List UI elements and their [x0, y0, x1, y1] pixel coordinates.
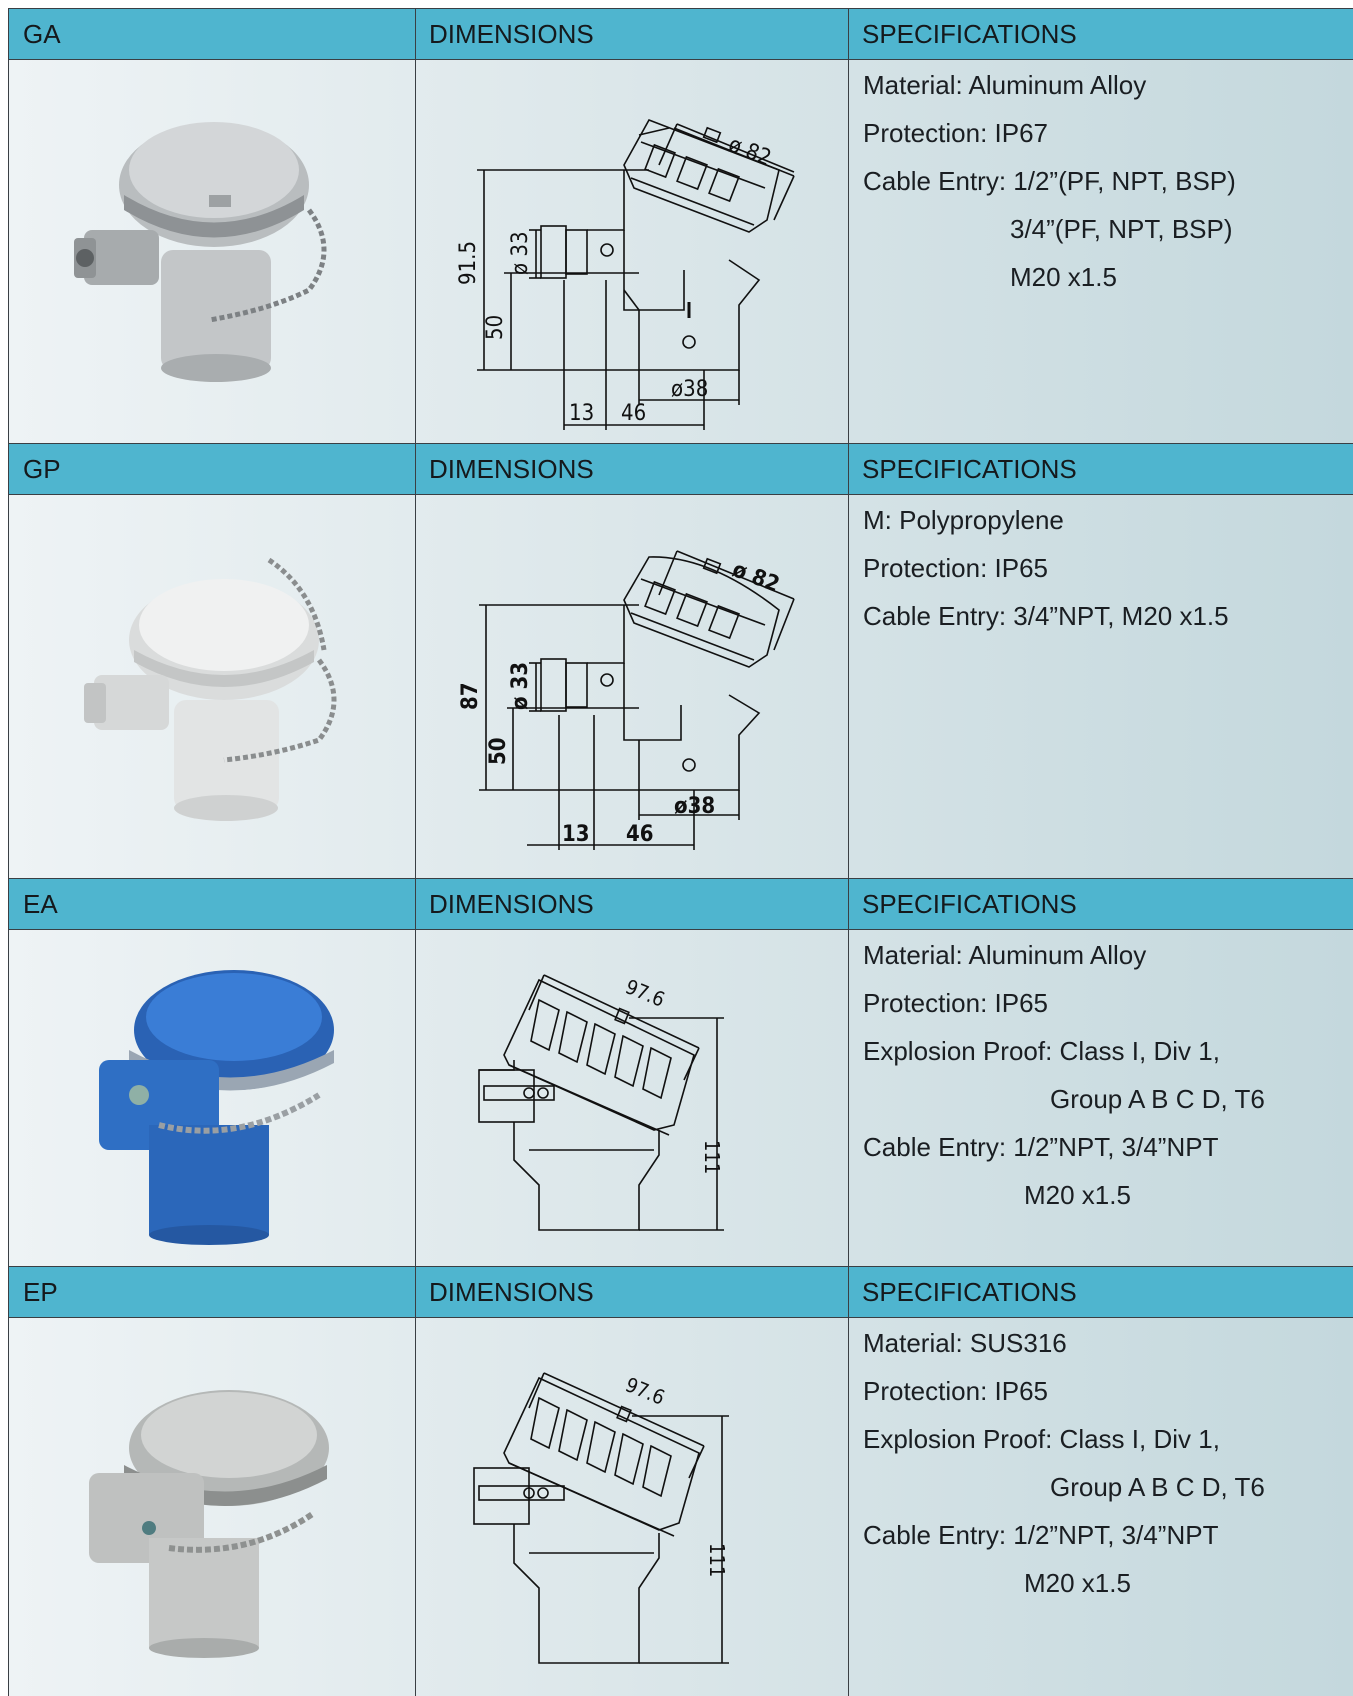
- section-header: EA DIMENSIONS SPECIFICATIONS: [9, 879, 1353, 930]
- spec-material: M: Polypropylene: [863, 505, 1064, 535]
- spec-cable-entry-cont: 3/4”(PF, NPT, BSP): [1010, 214, 1233, 244]
- spec-cable-entry: Cable Entry: 1/2”NPT, 3/4”NPT: [863, 1132, 1219, 1162]
- dim-diameter-gland: ø 33: [508, 662, 533, 710]
- specifications-heading: SPECIFICATIONS: [862, 19, 1077, 49]
- product-photo: [99, 970, 334, 1245]
- dim-height-total: 91.5: [456, 241, 481, 285]
- dimensions-heading: DIMENSIONS: [429, 889, 594, 919]
- dim-diameter-top: ø 82: [729, 557, 783, 598]
- dim-diameter-base: ø38: [671, 377, 708, 402]
- spec-cable-entry-cont: M20 x1.5: [1024, 1568, 1131, 1598]
- spec-cable-entry: Cable Entry: 3/4”NPT, M20 x1.5: [863, 601, 1229, 631]
- section-header: GA DIMENSIONS SPECIFICATIONS: [9, 9, 1353, 60]
- model-code: EP: [23, 1277, 58, 1307]
- spec-cable-entry-cont: M20 x1.5: [1010, 262, 1117, 292]
- dim-height-total: 111: [700, 1140, 724, 1174]
- specifications-heading: SPECIFICATIONS: [862, 454, 1077, 484]
- spec-protection: Protection: IP65: [863, 553, 1048, 583]
- dim-height-total: 87: [458, 682, 483, 710]
- dim-width-gland: 13: [562, 822, 590, 847]
- product-photo: [89, 1390, 329, 1658]
- dim-width-body: 46: [626, 822, 654, 847]
- dimension-drawing: ø 82 91.5 50 ø 33 ø38 13 46: [456, 119, 795, 430]
- spec-material: Material: SUS316: [863, 1328, 1067, 1358]
- dim-diameter-top: ø 82: [725, 132, 775, 171]
- section-ga: GA DIMENSIONS SPECIFICATIONS: [9, 9, 1353, 444]
- dim-width-body: 46: [621, 401, 646, 426]
- dim-diameter-top: 97.6: [622, 1372, 668, 1409]
- section-body: 97.6 111 Material: Aluminum Alloy Protec…: [9, 930, 1353, 1267]
- dimension-drawing: 97.6 111: [478, 974, 724, 1231]
- dimensions-heading: DIMENSIONS: [429, 19, 594, 49]
- product-sheet: GA DIMENSIONS SPECIFICATIONS: [8, 8, 1353, 1696]
- section-body: 97.6 111 Material: SUS316 Protection: IP…: [9, 1318, 1353, 1696]
- specifications-heading: SPECIFICATIONS: [862, 1277, 1077, 1307]
- spec-protection: Protection: IP65: [863, 1376, 1048, 1406]
- spec-explosion-proof: Explosion Proof: Class I, Div 1,: [863, 1036, 1220, 1066]
- dimensions-heading: DIMENSIONS: [429, 454, 594, 484]
- dim-width-gland: 13: [569, 401, 594, 426]
- section-body: ø 82 87 50 ø 33 ø38 13 46 M: Polypropyle…: [9, 495, 1353, 879]
- dimension-drawing: 97.6 111: [473, 1372, 729, 1664]
- section-ea: EA DIMENSIONS SPECIFICATIONS: [9, 879, 1353, 1267]
- dimension-drawing: ø 82 87 50 ø 33 ø38 13 46: [458, 550, 795, 850]
- dim-diameter-gland: ø 33: [508, 231, 533, 275]
- section-ep: EP DIMENSIONS SPECIFICATIONS: [9, 1267, 1353, 1696]
- specifications-heading: SPECIFICATIONS: [862, 889, 1077, 919]
- spec-cable-entry-cont: M20 x1.5: [1024, 1180, 1131, 1210]
- model-code: GA: [23, 19, 61, 49]
- spec-explosion-proof-cont: Group A B C D, T6: [1050, 1472, 1265, 1502]
- dim-diameter-base: ø38: [674, 794, 715, 819]
- section-body: ø 82 91.5 50 ø 33 ø38 13 46 Material: Al…: [9, 60, 1353, 444]
- spec-protection: Protection: IP67: [863, 118, 1048, 148]
- spec-material: Material: Aluminum Alloy: [863, 70, 1147, 100]
- spec-explosion-proof: Explosion Proof: Class I, Div 1,: [863, 1424, 1220, 1454]
- model-code: GP: [23, 454, 61, 484]
- section-gp: GP DIMENSIONS SPECIFICATIONS: [9, 444, 1353, 879]
- product-photo: [84, 557, 337, 821]
- spec-protection: Protection: IP65: [863, 988, 1048, 1018]
- dim-height-base: 50: [486, 737, 511, 765]
- section-header: EP DIMENSIONS SPECIFICATIONS: [9, 1267, 1353, 1318]
- dim-height-total: 111: [705, 1543, 729, 1577]
- model-code: EA: [23, 889, 58, 919]
- dimensions-heading: DIMENSIONS: [429, 1277, 594, 1307]
- product-photo: [74, 122, 327, 382]
- spec-explosion-proof-cont: Group A B C D, T6: [1050, 1084, 1265, 1114]
- spec-cable-entry: Cable Entry: 1/2”NPT, 3/4”NPT: [863, 1520, 1219, 1550]
- spec-material: Material: Aluminum Alloy: [863, 940, 1147, 970]
- section-header: GP DIMENSIONS SPECIFICATIONS: [9, 444, 1353, 495]
- dim-diameter-top: 97.6: [622, 974, 668, 1011]
- spec-cable-entry: Cable Entry: 1/2”(PF, NPT, BSP): [863, 166, 1236, 196]
- dim-height-base: 50: [483, 315, 508, 340]
